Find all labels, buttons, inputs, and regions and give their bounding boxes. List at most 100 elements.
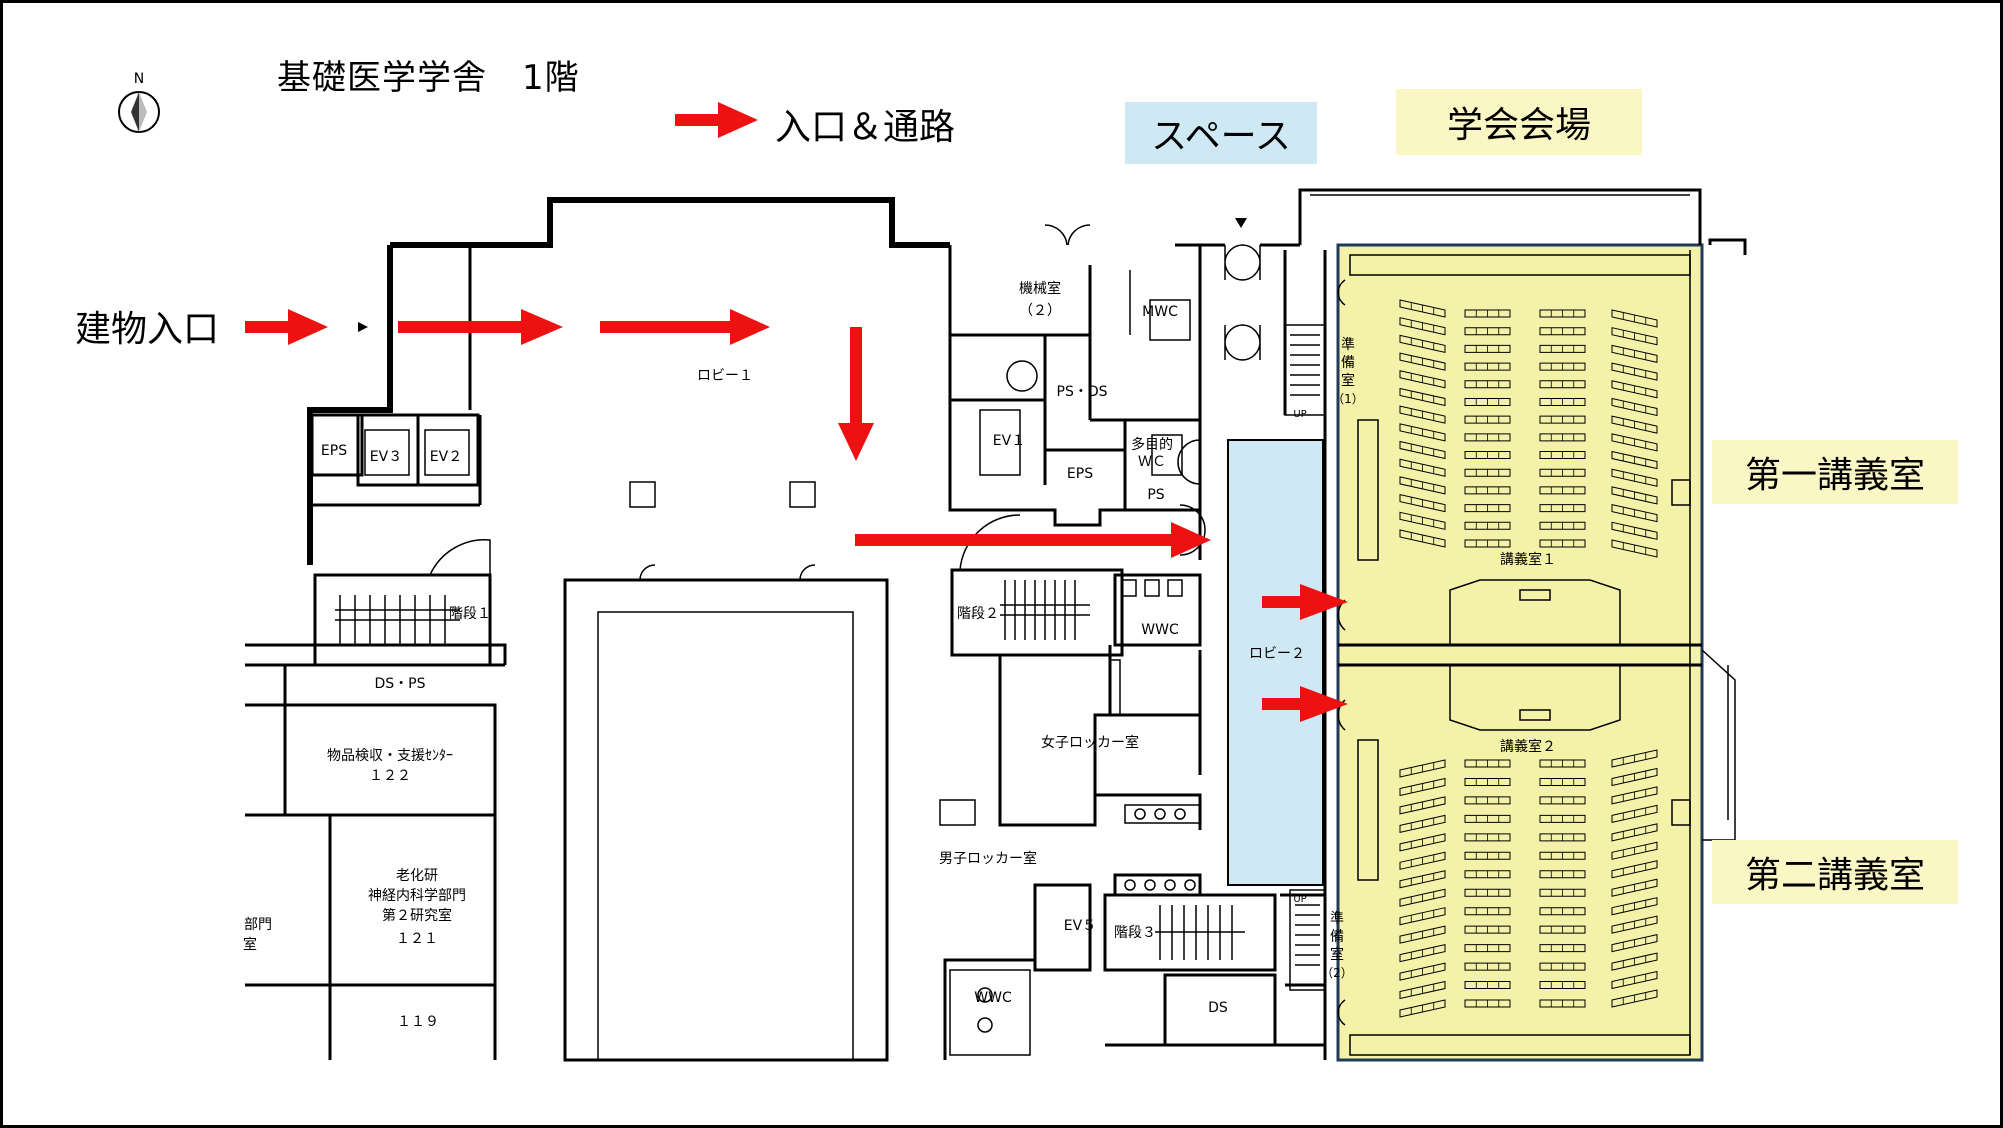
route-arrow-lobby-1 (398, 309, 563, 345)
route-arrow-entrance (245, 309, 328, 345)
seat-row (1399, 833, 1446, 852)
seat-row (1539, 327, 1586, 336)
seat-row (1539, 999, 1586, 1008)
seat-row (1399, 440, 1446, 460)
seat-row (1539, 539, 1586, 548)
seat-row (1611, 362, 1658, 381)
seat-row (1464, 344, 1511, 353)
label-ds-ps: DS・PS (375, 676, 426, 692)
seat-row (1611, 309, 1658, 328)
seat-row (1611, 915, 1658, 934)
seat-row (1464, 999, 1511, 1008)
seat-row (1611, 804, 1658, 824)
seat-row (1399, 907, 1446, 926)
label-prep2-d: （2） (1321, 966, 1353, 980)
seat-row (1611, 933, 1658, 953)
seat-row (1539, 451, 1586, 460)
seat-row (1399, 352, 1446, 371)
label-machine-room: 機械室 (1019, 280, 1061, 297)
seat-row (1464, 796, 1511, 805)
seat-row (1399, 777, 1446, 797)
label-room119: １１９ (397, 1014, 439, 1030)
route-arrow-hall2 (1262, 686, 1348, 722)
building-entrance-label: 建物入口 (75, 309, 220, 350)
seat-row (1399, 796, 1446, 815)
seat-row (1611, 878, 1658, 897)
seat-row (1611, 433, 1658, 452)
compass-n-label: N (134, 71, 144, 87)
label-lobby1: ロビー１ (697, 368, 753, 384)
seat-row (1464, 888, 1511, 897)
seat-row (1464, 944, 1511, 953)
label-ev1: EV１ (993, 433, 1025, 449)
route-arrow-to-lobby2 (855, 522, 1211, 558)
seat-row (1539, 833, 1586, 842)
lecture-hall-1-seats (1399, 299, 1658, 558)
seat-row (1399, 529, 1446, 548)
lecture-hall-2-label: 第二講義室 (1712, 840, 1958, 904)
seat-row (1464, 468, 1511, 477)
seat-row (1539, 486, 1586, 495)
label-ps: PS (1147, 487, 1164, 503)
label-cut-left-1: 部門 (244, 917, 272, 933)
seat-row (1611, 450, 1658, 470)
label-ds: DS (1208, 1000, 1228, 1016)
legend-route-label: 入口＆通路 (775, 107, 956, 148)
seat-row (1399, 317, 1446, 336)
seat-row (1399, 476, 1446, 495)
route-arrow-lobby-2 (600, 309, 770, 345)
seat-row (1399, 814, 1446, 834)
label-multi-wc-2: ＷＣ (1138, 454, 1166, 470)
seat-row (1539, 981, 1586, 990)
seat-row (1464, 521, 1511, 530)
seat-row (1539, 504, 1586, 513)
middle-service-block (939, 514, 1202, 830)
label-aging-4: １２１ (396, 931, 438, 947)
seat-row (1611, 786, 1658, 805)
seat-row (1611, 860, 1658, 879)
seat-row (1539, 907, 1586, 916)
seat-row (1611, 539, 1658, 558)
label-wwc: WWC (1141, 622, 1179, 638)
seat-row (1399, 870, 1446, 889)
seat-row (1399, 493, 1446, 513)
outer-walls (307, 197, 950, 565)
seat-row (1611, 841, 1658, 860)
label-lobby2: ロビー２ (1249, 646, 1305, 662)
seat-row (1464, 504, 1511, 513)
seat-row (1611, 397, 1658, 417)
seat-row (1539, 925, 1586, 934)
legend-venue-label: 学会会場 (1396, 89, 1642, 155)
seat-row (1464, 925, 1511, 934)
route-arrows (245, 102, 1348, 722)
seat-row (1464, 397, 1511, 406)
seat-row (1539, 888, 1586, 897)
label-ev2: EV２ (430, 449, 462, 465)
label-multi-wc-1: 多目的 (1131, 436, 1173, 453)
lecture-hall-details (1337, 250, 1736, 1056)
seat-row (1399, 999, 1446, 1018)
seat-row (1611, 970, 1658, 990)
left-wing (245, 413, 507, 1060)
label-eps-left: EPS (321, 443, 347, 459)
seat-row (1611, 468, 1658, 487)
seat-row (1464, 870, 1511, 879)
seat-row (1464, 907, 1511, 916)
seat-row (1464, 327, 1511, 336)
label-stairs3: 階段３ (1114, 925, 1156, 941)
seat-row (1399, 458, 1446, 477)
entrance-marker-icon (358, 322, 368, 332)
label-mwc: MWC (1142, 304, 1178, 320)
central-block (563, 481, 889, 1062)
label-mens-locker: 男子ロッカー室 (939, 850, 1037, 867)
seat-row (1399, 370, 1446, 389)
service-block (948, 224, 1202, 527)
label-up2: UP (1293, 894, 1306, 905)
seat-row (1611, 521, 1658, 540)
seat-row (1539, 397, 1586, 406)
label-prep1-b: 備 (1341, 355, 1355, 371)
seat-row (1539, 777, 1586, 786)
corridor-doors (1177, 243, 1327, 1060)
seat-row (1539, 944, 1586, 953)
label-ev5: EV５ (1064, 918, 1096, 934)
